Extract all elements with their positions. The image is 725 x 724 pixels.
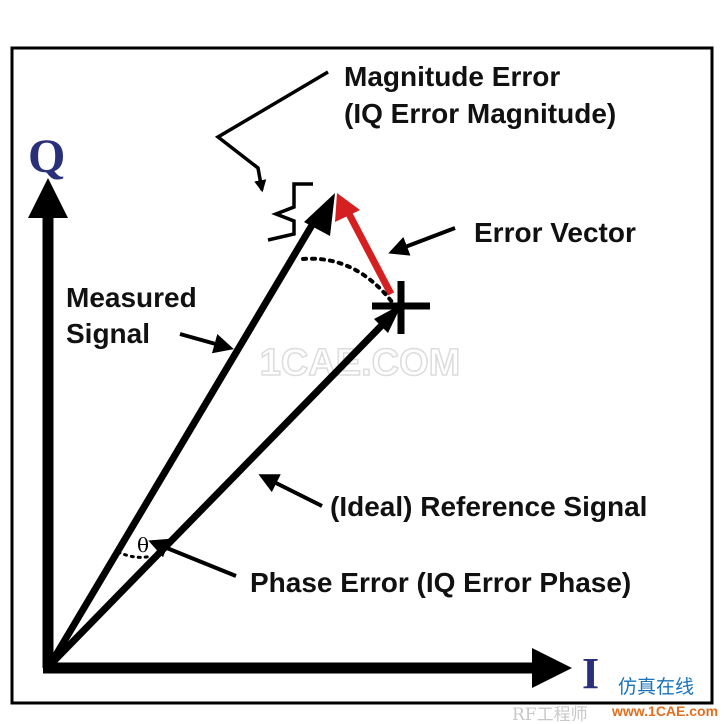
error-vector-label: Error Vector: [474, 217, 636, 248]
magnitude-leader-line: [214, 70, 329, 193]
magnitude-error-label: Magnitude Error: [344, 61, 560, 92]
measured-signal-vector: [46, 213, 322, 667]
diagram-frame: [10, 46, 714, 705]
reference-signal-leader: [258, 474, 323, 508]
error-vector: [344, 210, 395, 296]
axis-label-i: I: [582, 649, 599, 698]
phase-angle-arc: [116, 550, 154, 559]
q-axis-arrowhead: [28, 178, 68, 218]
watermark-corner-site: www.1CAE.com: [611, 703, 718, 719]
measured-signal-arrowhead: [304, 193, 335, 236]
magnitude-bracket: [267, 182, 313, 242]
reference-signal-label: (Ideal) Reference Signal: [330, 491, 647, 522]
magnitude-error-sublabel: (IQ Error Magnitude): [344, 98, 616, 129]
axis-label-q: Q: [28, 130, 65, 183]
i-axis-arrowhead: [532, 648, 572, 688]
reference-point-crosshair: [372, 281, 430, 334]
phase-error-leader: [148, 538, 237, 578]
measured-signal-leader: [179, 332, 234, 354]
watermark-corner-cn: 仿真在线: [618, 676, 694, 698]
axes: [28, 178, 572, 688]
reference-signal-vector: [47, 319, 388, 668]
magnitude-arc: [301, 256, 394, 304]
reference-signal-arrowhead: [374, 304, 402, 333]
measured-signal-label-line1: Measured: [66, 282, 197, 313]
theta-symbol: θ: [137, 533, 149, 557]
watermark-bottom-caption: RF工程师: [512, 705, 588, 724]
phase-error-label: Phase Error (IQ Error Phase): [250, 567, 631, 598]
error-vector-leader: [388, 226, 456, 256]
error-vector-arrowhead: [335, 193, 360, 222]
measured-signal-label-line2: Signal: [66, 318, 150, 349]
